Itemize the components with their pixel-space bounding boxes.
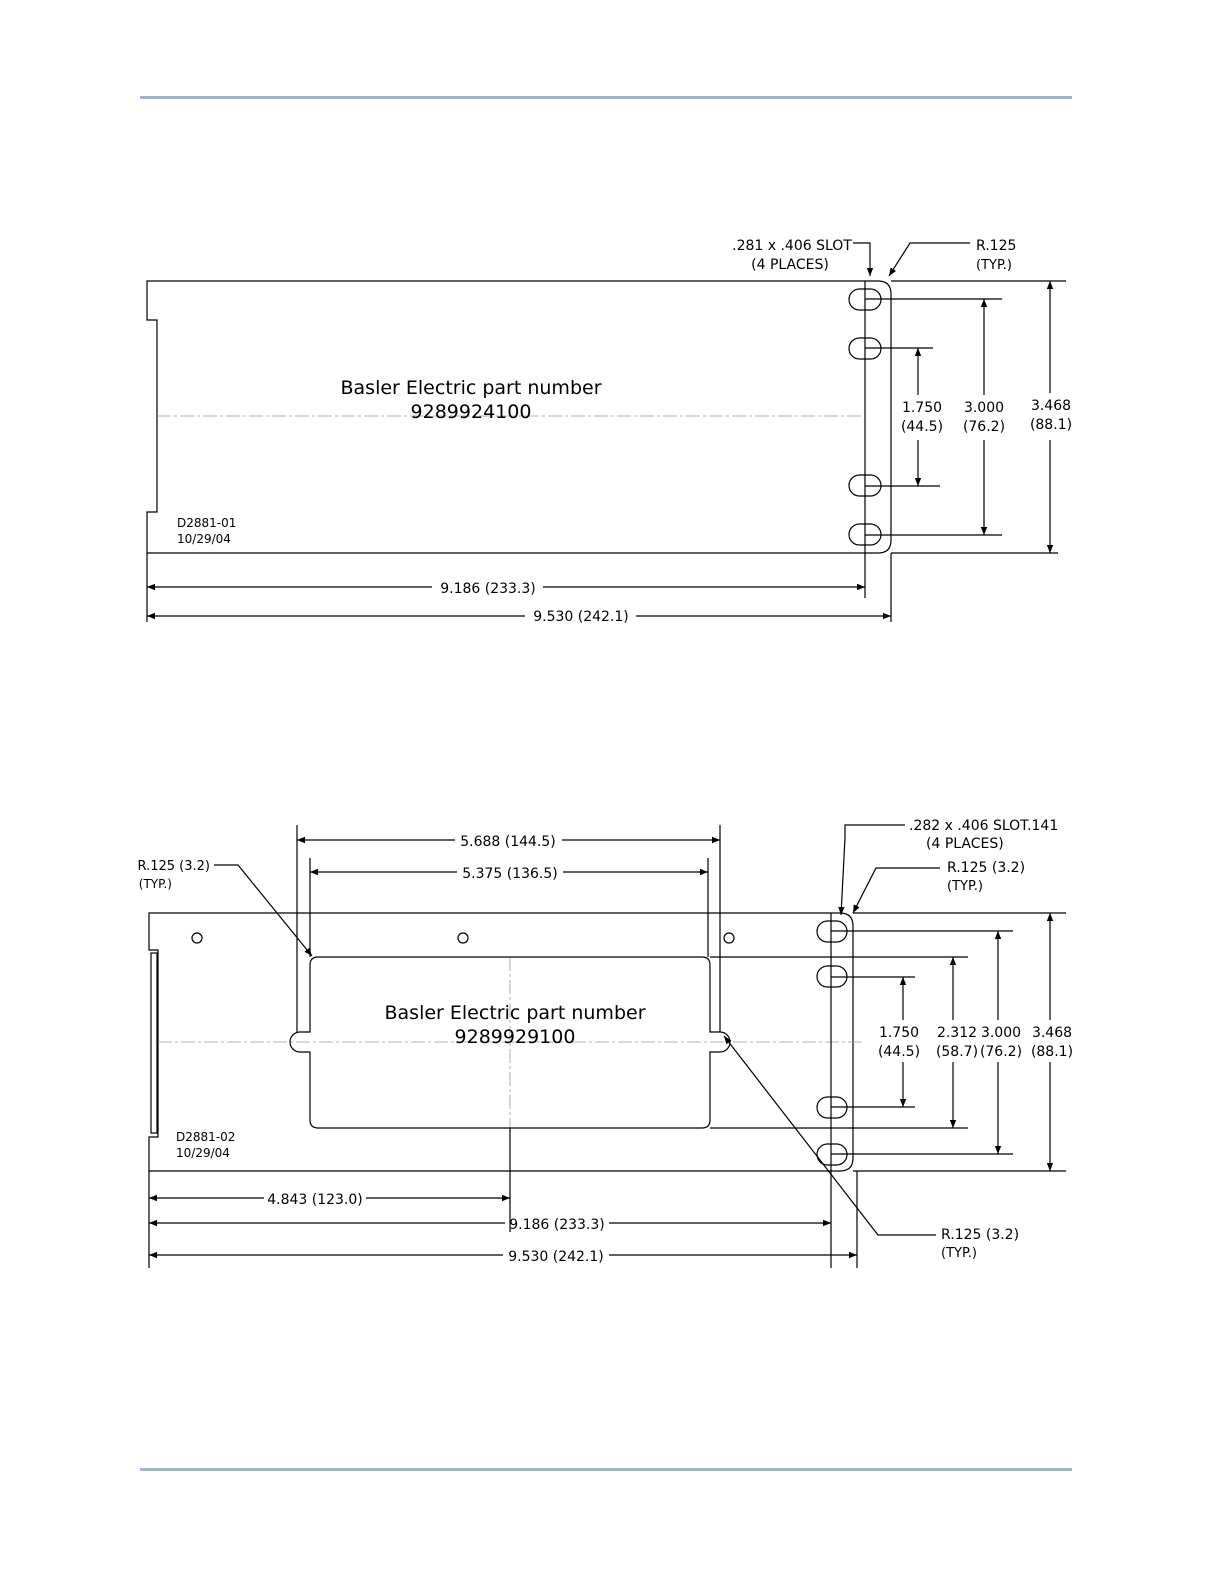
mounting-hole <box>457 932 469 944</box>
slot-note: (4 PLACES) <box>926 836 1004 852</box>
dimension-label: (76.2) <box>980 1044 1022 1060</box>
dimension-label: 5.375 (136.5) <box>462 866 558 882</box>
panel-outline <box>148 912 854 1172</box>
dimension-label: (58.7) <box>936 1044 978 1060</box>
dimension-label: 1.750 <box>879 1025 919 1041</box>
dimension-label: (76.2) <box>963 419 1005 435</box>
radius-leader-right <box>852 867 940 914</box>
slot-leader <box>838 824 905 916</box>
dimension-label: 5.688 (144.5) <box>460 834 556 850</box>
radius-leader-bottom <box>723 1035 936 1236</box>
dimension-label: (88.1) <box>1031 1044 1073 1060</box>
mounting-hole <box>723 932 735 944</box>
part-label: Basler Electric part number <box>385 1002 646 1024</box>
dimension-label: 1.750 <box>902 400 942 416</box>
dimension-label: 3.468 <box>1031 398 1071 414</box>
drawing-1-text: Basler Electric part number 9289924100 D… <box>177 238 1072 625</box>
drawing-date: 10/29/04 <box>176 1146 230 1160</box>
dimension-label: (44.5) <box>901 419 943 435</box>
panel-outline <box>146 280 892 554</box>
slot-note: .281 x .406 SLOT <box>732 238 852 254</box>
dimension-label: 4.843 (123.0) <box>267 1192 363 1208</box>
dimension-label: 9.186 (233.3) <box>509 1217 605 1233</box>
part-label: Basler Electric part number <box>341 377 602 399</box>
drawing-id: D2881-01 <box>177 516 236 530</box>
radius-note: R.125 (3.2) <box>941 1227 1019 1243</box>
drawing-date: 10/29/04 <box>177 532 231 546</box>
radius-note: (TYP.) <box>941 1246 977 1261</box>
part-number: 9289924100 <box>411 401 532 423</box>
dimension-label: 3.468 <box>1032 1025 1072 1041</box>
radius-note: R.125 (3.2) <box>947 860 1025 876</box>
drawing-1 <box>146 242 1066 622</box>
connector-edge <box>150 952 158 1134</box>
radius-note: R.125 (3.2) <box>138 859 210 874</box>
dimension-label: 3.000 <box>981 1025 1021 1041</box>
radius-leader-left <box>214 864 313 957</box>
radius-leader <box>888 242 970 277</box>
drawing-2 <box>148 824 1066 1268</box>
radius-note: (TYP.) <box>947 879 983 894</box>
dimension-label: (44.5) <box>878 1044 920 1060</box>
footer-rule <box>140 1468 1072 1471</box>
radius-note: R.125 <box>976 238 1016 254</box>
drawing-2-text: Basler Electric part number 9289929100 D… <box>138 818 1074 1265</box>
dimension-label: (88.1) <box>1030 417 1072 433</box>
drawing-id: D2881-02 <box>176 1130 235 1144</box>
dimension-label: 2.312 <box>937 1025 977 1041</box>
mounting-hole <box>191 932 203 944</box>
slot-note: .282 x .406 SLOT.141 <box>909 818 1058 834</box>
dimension-label: 9.186 (233.3) <box>440 581 536 597</box>
slot-note: (4 PLACES) <box>751 257 829 273</box>
dimension-label: 3.000 <box>964 400 1004 416</box>
radius-note: (TYP.) <box>976 258 1012 273</box>
dimension-label: 9.530 (242.1) <box>533 609 629 625</box>
slot-leader <box>853 242 874 276</box>
header-rule <box>140 96 1072 99</box>
part-number: 9289929100 <box>455 1026 576 1048</box>
radius-note: (TYP.) <box>139 877 172 891</box>
dimension-label: 9.530 (242.1) <box>508 1249 604 1265</box>
